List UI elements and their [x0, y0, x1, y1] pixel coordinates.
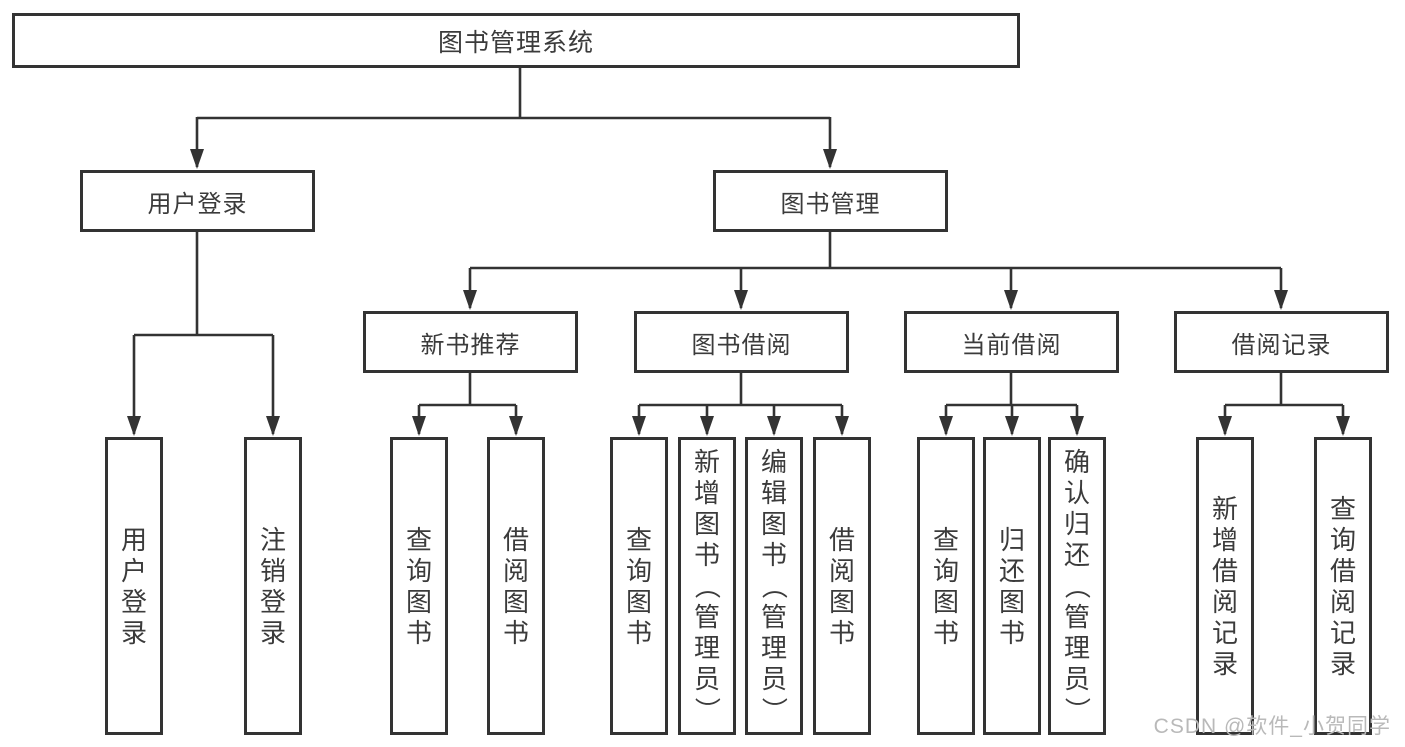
node-user-login-label: 用户登录	[147, 190, 248, 218]
leaf-query-book-borrow: 查询图书	[610, 437, 668, 735]
leaf-borrow-book: 借阅图书	[813, 437, 871, 735]
leaf-borrow-book-recommend: 借阅图书	[487, 437, 545, 735]
leaf-edit-book-admin: 编辑图书（管理员）	[745, 437, 803, 735]
leaf-return-book: 归还图书	[983, 437, 1041, 735]
node-root: 图书管理系统	[12, 13, 1020, 68]
node-book-management: 图书管理	[713, 170, 948, 232]
node-user-login: 用户登录	[80, 170, 315, 232]
leaf-add-borrow-record: 新增借阅记录	[1196, 437, 1254, 735]
node-current-borrow: 当前借阅	[904, 311, 1119, 373]
leaf-confirm-return-admin: 确认归还（管理员）	[1048, 437, 1106, 735]
node-book-management-label: 图书管理	[780, 190, 881, 218]
leaf-query-book-current: 查询图书	[917, 437, 975, 735]
node-new-book-recommend-label: 新书推荐	[420, 331, 521, 359]
leaf-query-borrow-record: 查询借阅记录	[1314, 437, 1372, 735]
node-root-label: 图书管理系统	[437, 28, 594, 57]
node-borrow-records-label: 借阅记录	[1231, 331, 1332, 359]
leaf-user-login: 用户登录	[105, 437, 163, 735]
csdn-watermark: CSDN @软件_小贺同学	[1153, 715, 1391, 738]
leaf-query-book-recommend: 查询图书	[390, 437, 448, 735]
node-book-borrow: 图书借阅	[634, 311, 849, 373]
node-book-borrow-label: 图书借阅	[691, 331, 792, 359]
node-current-borrow-label: 当前借阅	[961, 331, 1062, 359]
leaf-add-book-admin: 新增图书（管理员）	[678, 437, 736, 735]
leaf-logout: 注销登录	[244, 437, 302, 735]
node-borrow-records: 借阅记录	[1174, 311, 1389, 373]
node-new-book-recommend: 新书推荐	[363, 311, 578, 373]
